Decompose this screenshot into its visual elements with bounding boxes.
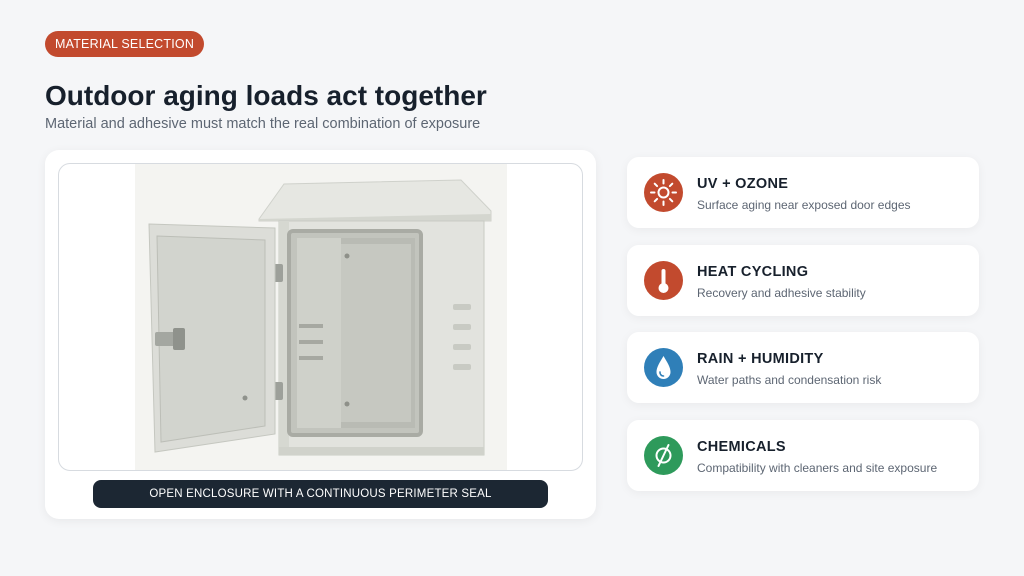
factor-description: Recovery and adhesive stability (697, 286, 866, 300)
thermometer-icon (644, 261, 683, 300)
figure-card: OPEN ENCLOSURE WITH A CONTINUOUS PERIMET… (45, 150, 596, 519)
factor-title: RAIN + HUMIDITY (697, 351, 824, 367)
factor-title: UV + OZONE (697, 176, 789, 192)
enclosure-photo (58, 163, 583, 471)
factor-title: CHEMICALS (697, 439, 786, 455)
factor-card-rain-humidity: RAIN + HUMIDITY Water paths and condensa… (627, 332, 979, 403)
factor-card-uv-ozone: UV + OZONE Surface aging near exposed do… (627, 157, 979, 228)
page-subtitle: Material and adhesive must match the rea… (45, 116, 481, 132)
factor-card-heat-cycling: HEAT CYCLING Recovery and adhesive stabi… (627, 245, 979, 316)
factor-card-chemicals: CHEMICALS Compatibility with cleaners an… (627, 420, 979, 491)
sun-icon (644, 173, 683, 212)
figure-caption: OPEN ENCLOSURE WITH A CONTINUOUS PERIMET… (93, 480, 548, 508)
no-chemicals-icon (644, 436, 683, 475)
water-drop-icon (644, 348, 683, 387)
page-title: Outdoor aging loads act together (45, 80, 487, 111)
factor-description: Water paths and condensation risk (697, 373, 882, 387)
factor-description: Compatibility with cleaners and site exp… (697, 461, 938, 475)
section-tag: MATERIAL SELECTION (45, 31, 205, 57)
factor-title: HEAT CYCLING (697, 264, 809, 280)
factor-description: Surface aging near exposed door edges (697, 198, 911, 212)
